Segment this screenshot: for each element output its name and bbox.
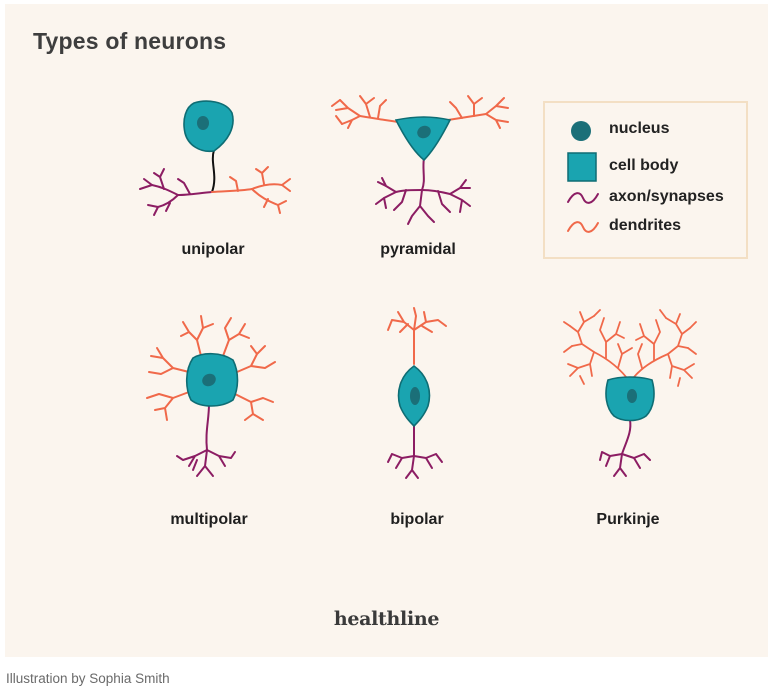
pyramidal-neuron: [331, 95, 509, 225]
nucleus-icon: [417, 125, 431, 139]
legend-nucleus: nucleus: [609, 120, 670, 137]
label-multipolar: multipolar: [170, 511, 248, 528]
page-title: Types of neurons: [33, 28, 227, 54]
label-pyramidal: pyramidal: [380, 241, 456, 258]
legend-dendrites: dendrites: [609, 217, 682, 234]
label-purkinje: Purkinje: [596, 511, 660, 528]
nucleus-icon: [410, 387, 420, 405]
healthline-logo: healthline: [333, 608, 440, 630]
nucleus-icon: [202, 373, 216, 387]
multipolar-neuron: [146, 315, 276, 477]
nucleus-icon: [627, 389, 637, 403]
nucleus-icon: [571, 121, 591, 141]
cell-body-icon: [567, 152, 597, 182]
dendrite-icon: [567, 221, 599, 233]
label-bipolar: bipolar: [390, 511, 444, 528]
legend-cell-body: cell body: [609, 157, 679, 174]
purkinje-neuron: [563, 309, 697, 477]
unipolar-neuron: [139, 100, 291, 216]
legend: nucleus cell body axon/synapses dendrite…: [543, 101, 748, 259]
cell-body-icon: [183, 100, 234, 153]
axon-icon: [567, 192, 599, 204]
bipolar-neuron: [387, 307, 447, 479]
legend-axon: axon/synapses: [609, 188, 724, 205]
nucleus-icon: [197, 116, 209, 130]
label-unipolar: unipolar: [181, 241, 245, 258]
cell-body-icon: [394, 116, 452, 162]
illustration-credit: Illustration by Sophia Smith: [6, 671, 170, 686]
